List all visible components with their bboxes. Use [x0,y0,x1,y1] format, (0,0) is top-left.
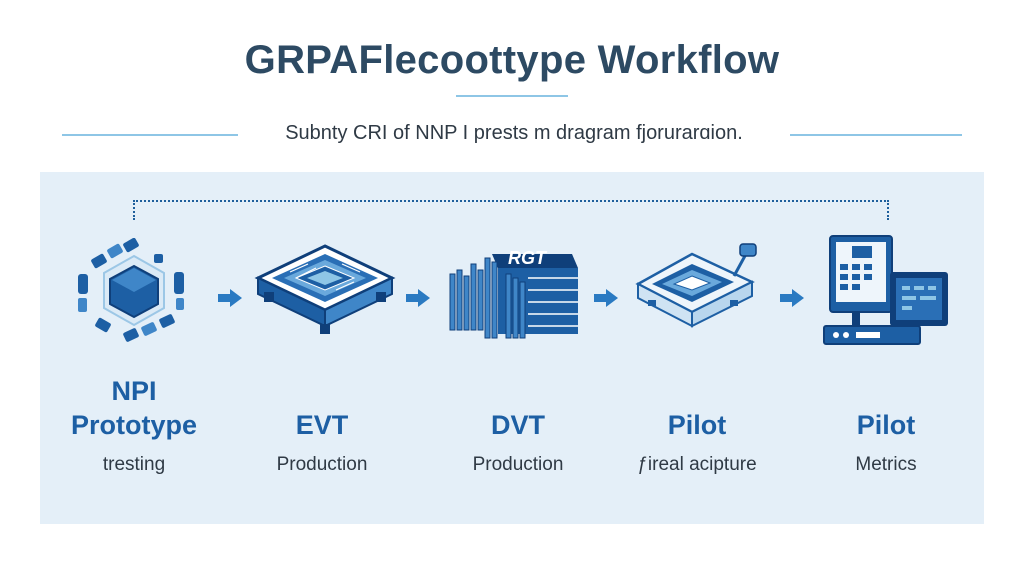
stage-4-label: Pilot [667,410,727,440]
arrow-right-icon [594,289,618,307]
stage-5-description: Metrics [855,454,917,475]
monitor-dashboard-icon [822,234,954,355]
circuit-board-icon [250,238,400,349]
title-underline [456,95,568,97]
subtitle: Subnty CRI of NNP I prests m dragram fjo… [285,122,743,144]
stage-3-description: Production [472,454,564,475]
stage-2-label: EVT [295,410,349,440]
subtitle-divider-right [790,134,962,136]
stage-1-description: tresting [102,454,166,475]
stage-1-label: Prototype [70,410,197,440]
subtitle-divider-left [62,134,238,136]
stage-1-label-line1: NPI [111,376,157,406]
chip-socket-icon [634,240,764,347]
feedback-loop-connector [133,200,889,220]
arrow-right-icon [780,289,804,307]
arrow-right-icon [406,289,430,307]
test-report-label: RGT [508,248,548,268]
test-report-stack-icon: RGT [446,234,586,355]
component-ring-icon [72,237,196,353]
page-title: GRPAFlecoottype Workflow [244,38,780,82]
subtitle-row: Subnty CRI of NNP I prests m dragram fjo… [0,122,1024,148]
stage-5-label: Pilot [856,410,916,440]
arrow-right-icon [218,289,242,307]
stage-2-description: Production [276,454,368,475]
stage-4-description: ƒireal acipture [637,454,757,475]
stage-3-label: DVT [491,410,545,440]
workflow-panel [40,172,984,524]
